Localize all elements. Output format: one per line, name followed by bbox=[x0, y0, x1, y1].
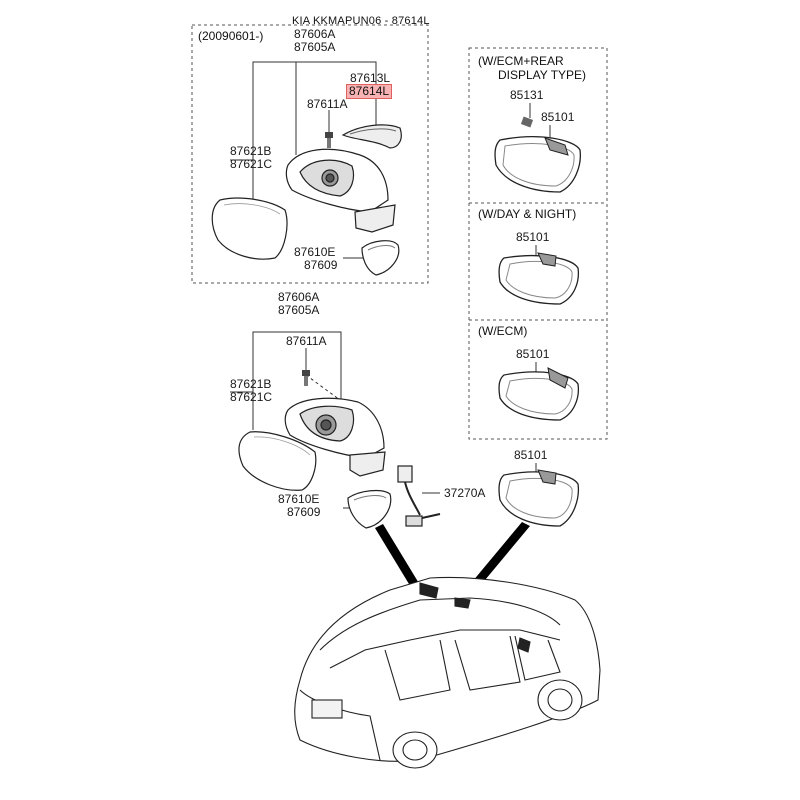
mirror-housing-mid bbox=[284, 397, 386, 477]
label-85101-standalone[interactable]: 85101 bbox=[514, 448, 548, 462]
label-87609-top[interactable]: 87609 bbox=[304, 258, 338, 272]
mirror-housing-top bbox=[285, 148, 396, 233]
screw-top bbox=[325, 132, 333, 148]
screw-mid bbox=[302, 370, 310, 386]
inside-mirror-ecm-rear-display bbox=[494, 116, 581, 193]
caption-day-night: (W/DAY & NIGHT) bbox=[478, 207, 577, 221]
label-85131[interactable]: 85131 bbox=[510, 88, 544, 102]
inside-mirror-ecm bbox=[498, 367, 580, 421]
scalp-cover-top bbox=[361, 240, 400, 276]
page-title: KIA KKMAPUN06 - 87614L bbox=[292, 15, 430, 27]
label-37270a[interactable]: 37270A bbox=[444, 486, 486, 500]
label-87621c-top[interactable]: 87621C bbox=[230, 157, 273, 171]
label-87614l-highlighted[interactable]: 87614L bbox=[346, 84, 393, 99]
label-87610e-mid[interactable]: 87610E bbox=[278, 492, 320, 506]
label-87609-mid[interactable]: 87609 bbox=[287, 505, 321, 519]
label-87610e-top[interactable]: 87610E bbox=[294, 245, 336, 259]
label-87605a-top[interactable]: 87605A bbox=[294, 40, 336, 54]
label-85101-day-night[interactable]: 85101 bbox=[516, 230, 550, 244]
inside-mirror-standalone bbox=[498, 469, 580, 527]
label-87621b-top[interactable]: 87621B bbox=[230, 144, 272, 158]
label-85101-ecm[interactable]: 85101 bbox=[516, 347, 550, 361]
caption-ecm-rear-line1: (W/ECM+REAR bbox=[478, 54, 564, 68]
label-87606a-mid[interactable]: 87606A bbox=[278, 290, 320, 304]
wiring-harness-37270a bbox=[397, 465, 441, 527]
label-87621c-mid[interactable]: 87621C bbox=[230, 390, 273, 404]
mirror-glass-mid bbox=[238, 431, 317, 491]
box-outside-mirror-2009 bbox=[191, 24, 429, 284]
caption-date-range: (20090601-) bbox=[198, 29, 264, 43]
side-repeater-lamp-top bbox=[341, 124, 402, 149]
label-87613l[interactable]: 87613L bbox=[350, 71, 391, 85]
label-87605a-mid[interactable]: 87605A bbox=[278, 303, 320, 317]
label-87611a-mid[interactable]: 87611A bbox=[286, 334, 327, 348]
mirror-glass-top bbox=[211, 197, 288, 260]
label-87606a-top[interactable]: 87606A bbox=[294, 27, 336, 41]
label-85101-ecm-rear[interactable]: 85101 bbox=[541, 110, 575, 124]
vehicle-illustration bbox=[294, 576, 601, 769]
pointer-to-outside-mirror bbox=[375, 524, 420, 589]
label-87621b-mid[interactable]: 87621B bbox=[230, 377, 272, 391]
inside-mirror-day-night bbox=[498, 252, 580, 305]
label-87611a-top[interactable]: 87611A bbox=[307, 97, 348, 111]
box-inside-mirror-variants bbox=[468, 47, 608, 440]
caption-ecm: (W/ECM) bbox=[478, 324, 528, 338]
scalp-cover-mid bbox=[347, 489, 392, 529]
caption-ecm-rear-line2: DISPLAY TYPE) bbox=[498, 68, 587, 82]
